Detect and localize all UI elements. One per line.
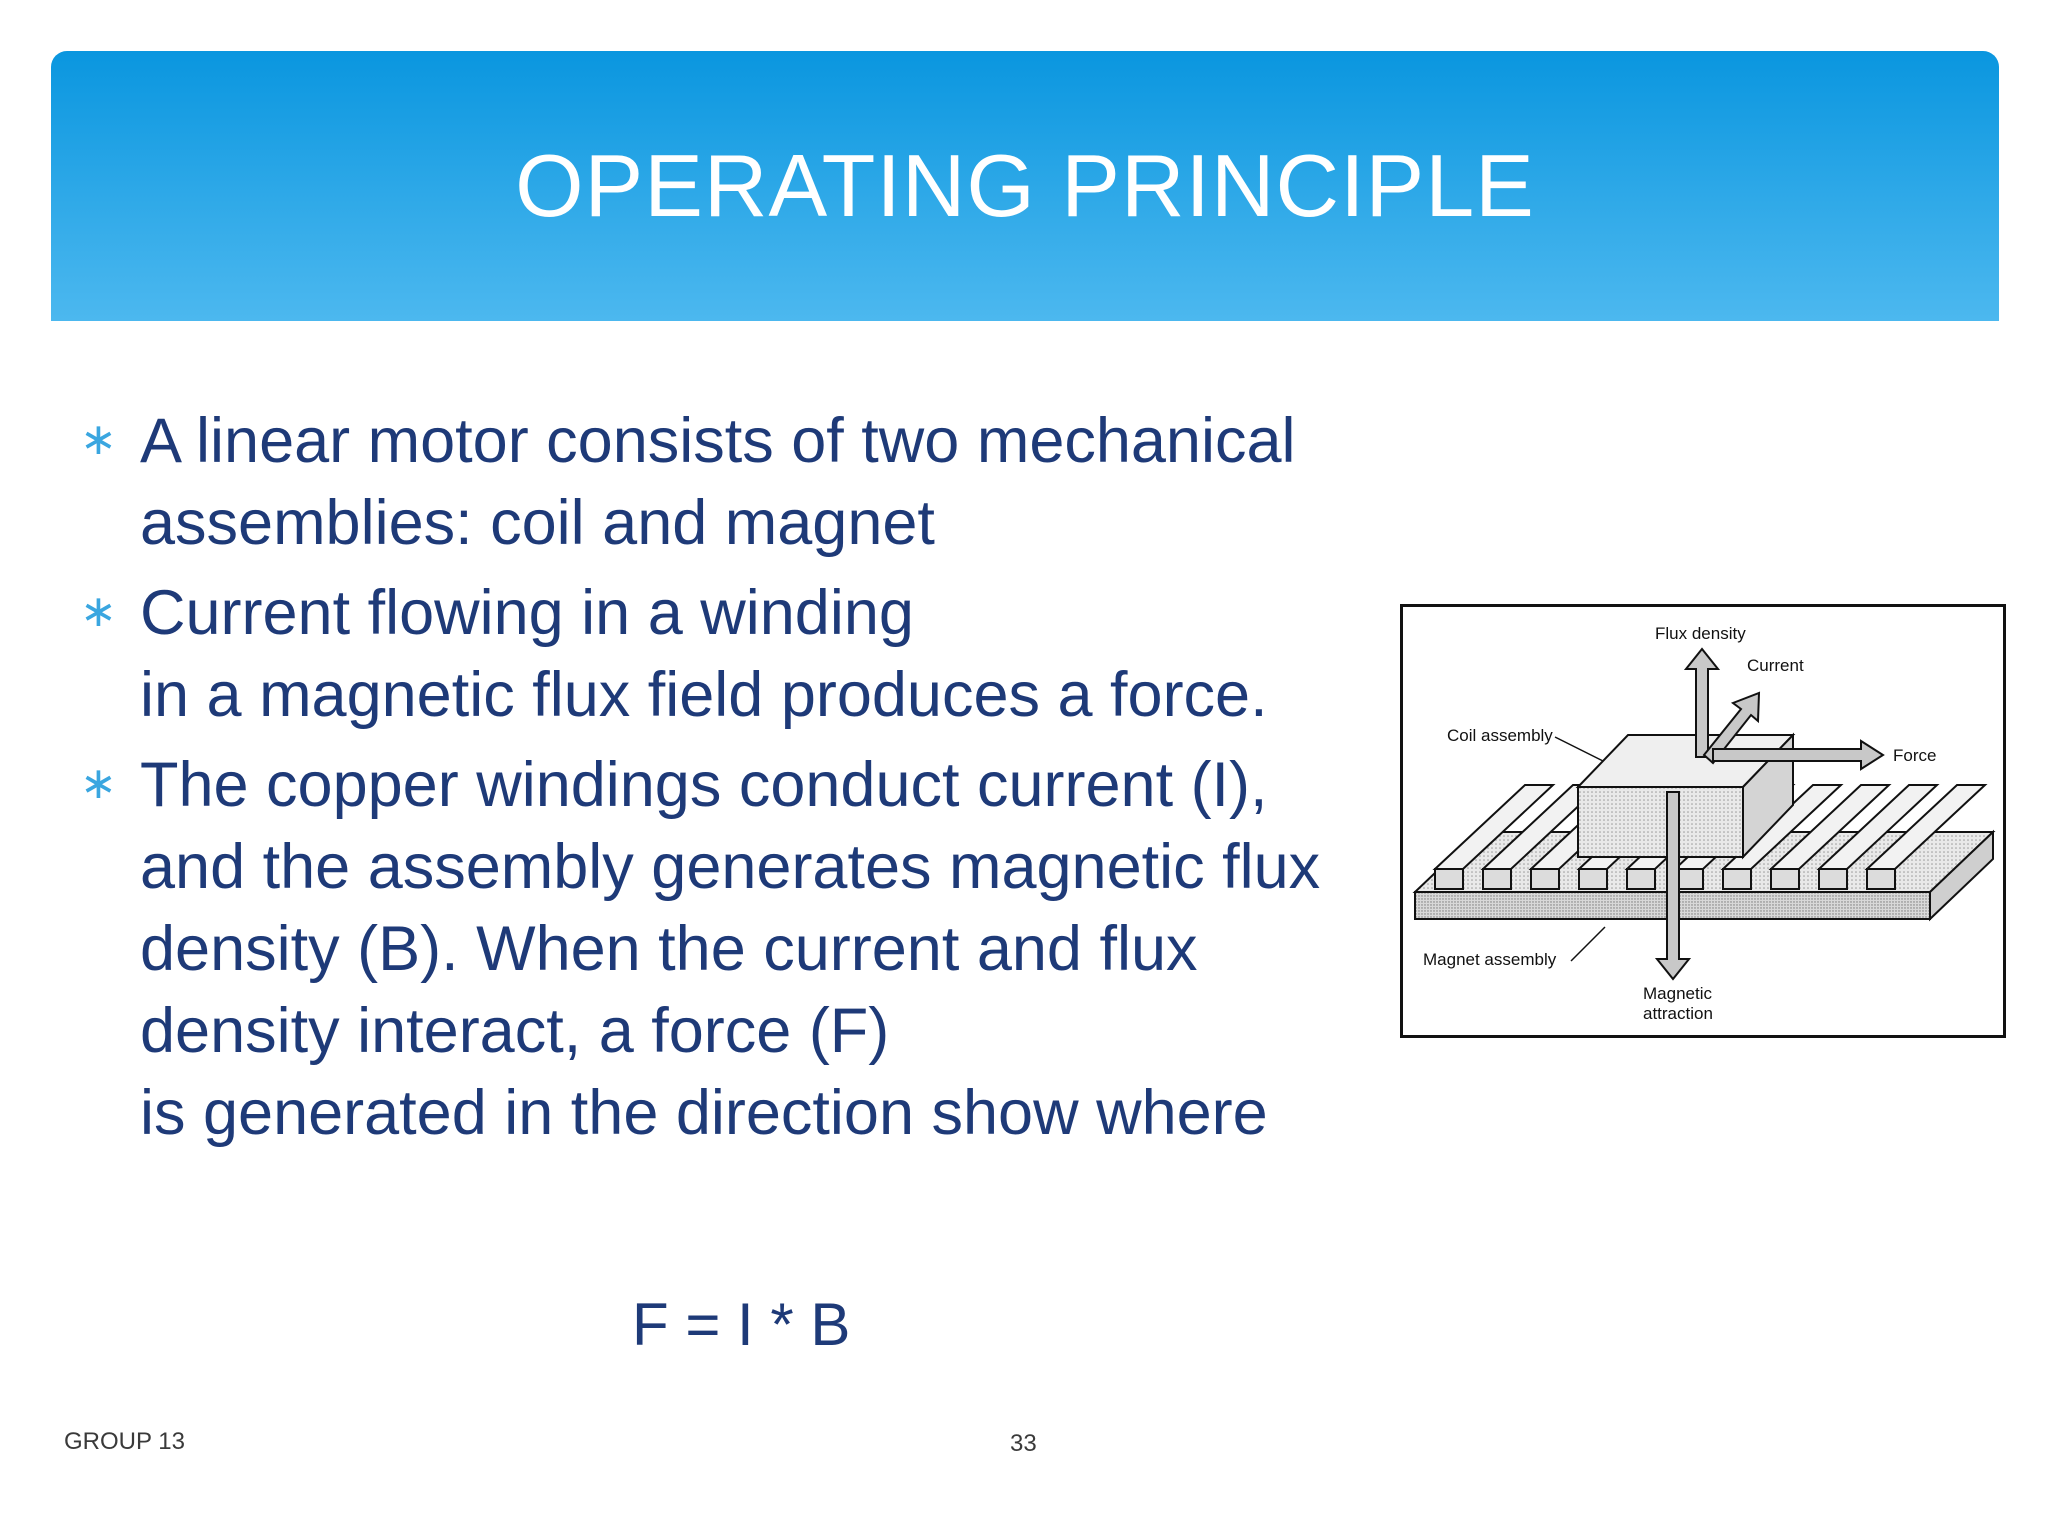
bullet-text: The copper windings conduct current (I),…: [140, 750, 1321, 1148]
force-arrow: [1712, 739, 1885, 771]
force-label: Force: [1893, 746, 1936, 765]
slide-title: OPERATING PRINCIPLE: [515, 136, 1535, 235]
bullet-item: ∗ The copper windings conduct current (I…: [80, 744, 1380, 1154]
bullet-list: ∗ A linear motor consists of two mechani…: [80, 400, 1380, 1162]
flux-density-label: Flux density: [1655, 624, 1746, 643]
current-label: Current: [1747, 656, 1804, 675]
magnetic-attraction-label-line1: Magnetic: [1643, 984, 1712, 1003]
magnet-assembly-label: Magnet assembly: [1423, 950, 1557, 969]
bullet-text: Current flowing in a winding in a magnet…: [140, 578, 1268, 730]
asterisk-icon: ∗: [80, 759, 117, 808]
bullet-text: A linear motor consists of two mechanica…: [140, 406, 1296, 558]
footer-group-label: GROUP 13: [64, 1428, 185, 1455]
asterisk-icon: ∗: [80, 587, 117, 636]
coil-assembly-block: [1575, 732, 1796, 860]
bullet-item: ∗ A linear motor consists of two mechani…: [80, 400, 1380, 564]
force-formula: F = I * B: [632, 1291, 851, 1358]
magnetic-attraction-label-line2: attraction: [1643, 1004, 1713, 1023]
flux-density-arrow: [1683, 647, 1721, 758]
bullet-item: ∗ Current flowing in a winding in a magn…: [80, 572, 1380, 736]
page-number: 33: [1010, 1430, 1037, 1457]
linear-motor-diagram: Flux density Current Force Coil assembly…: [1400, 604, 2006, 1038]
magnetic-attraction-arrow: [1654, 791, 1692, 981]
coil-assembly-label: Coil assembly: [1447, 726, 1553, 745]
asterisk-icon: ∗: [80, 415, 117, 464]
title-banner: OPERATING PRINCIPLE: [51, 51, 1999, 321]
